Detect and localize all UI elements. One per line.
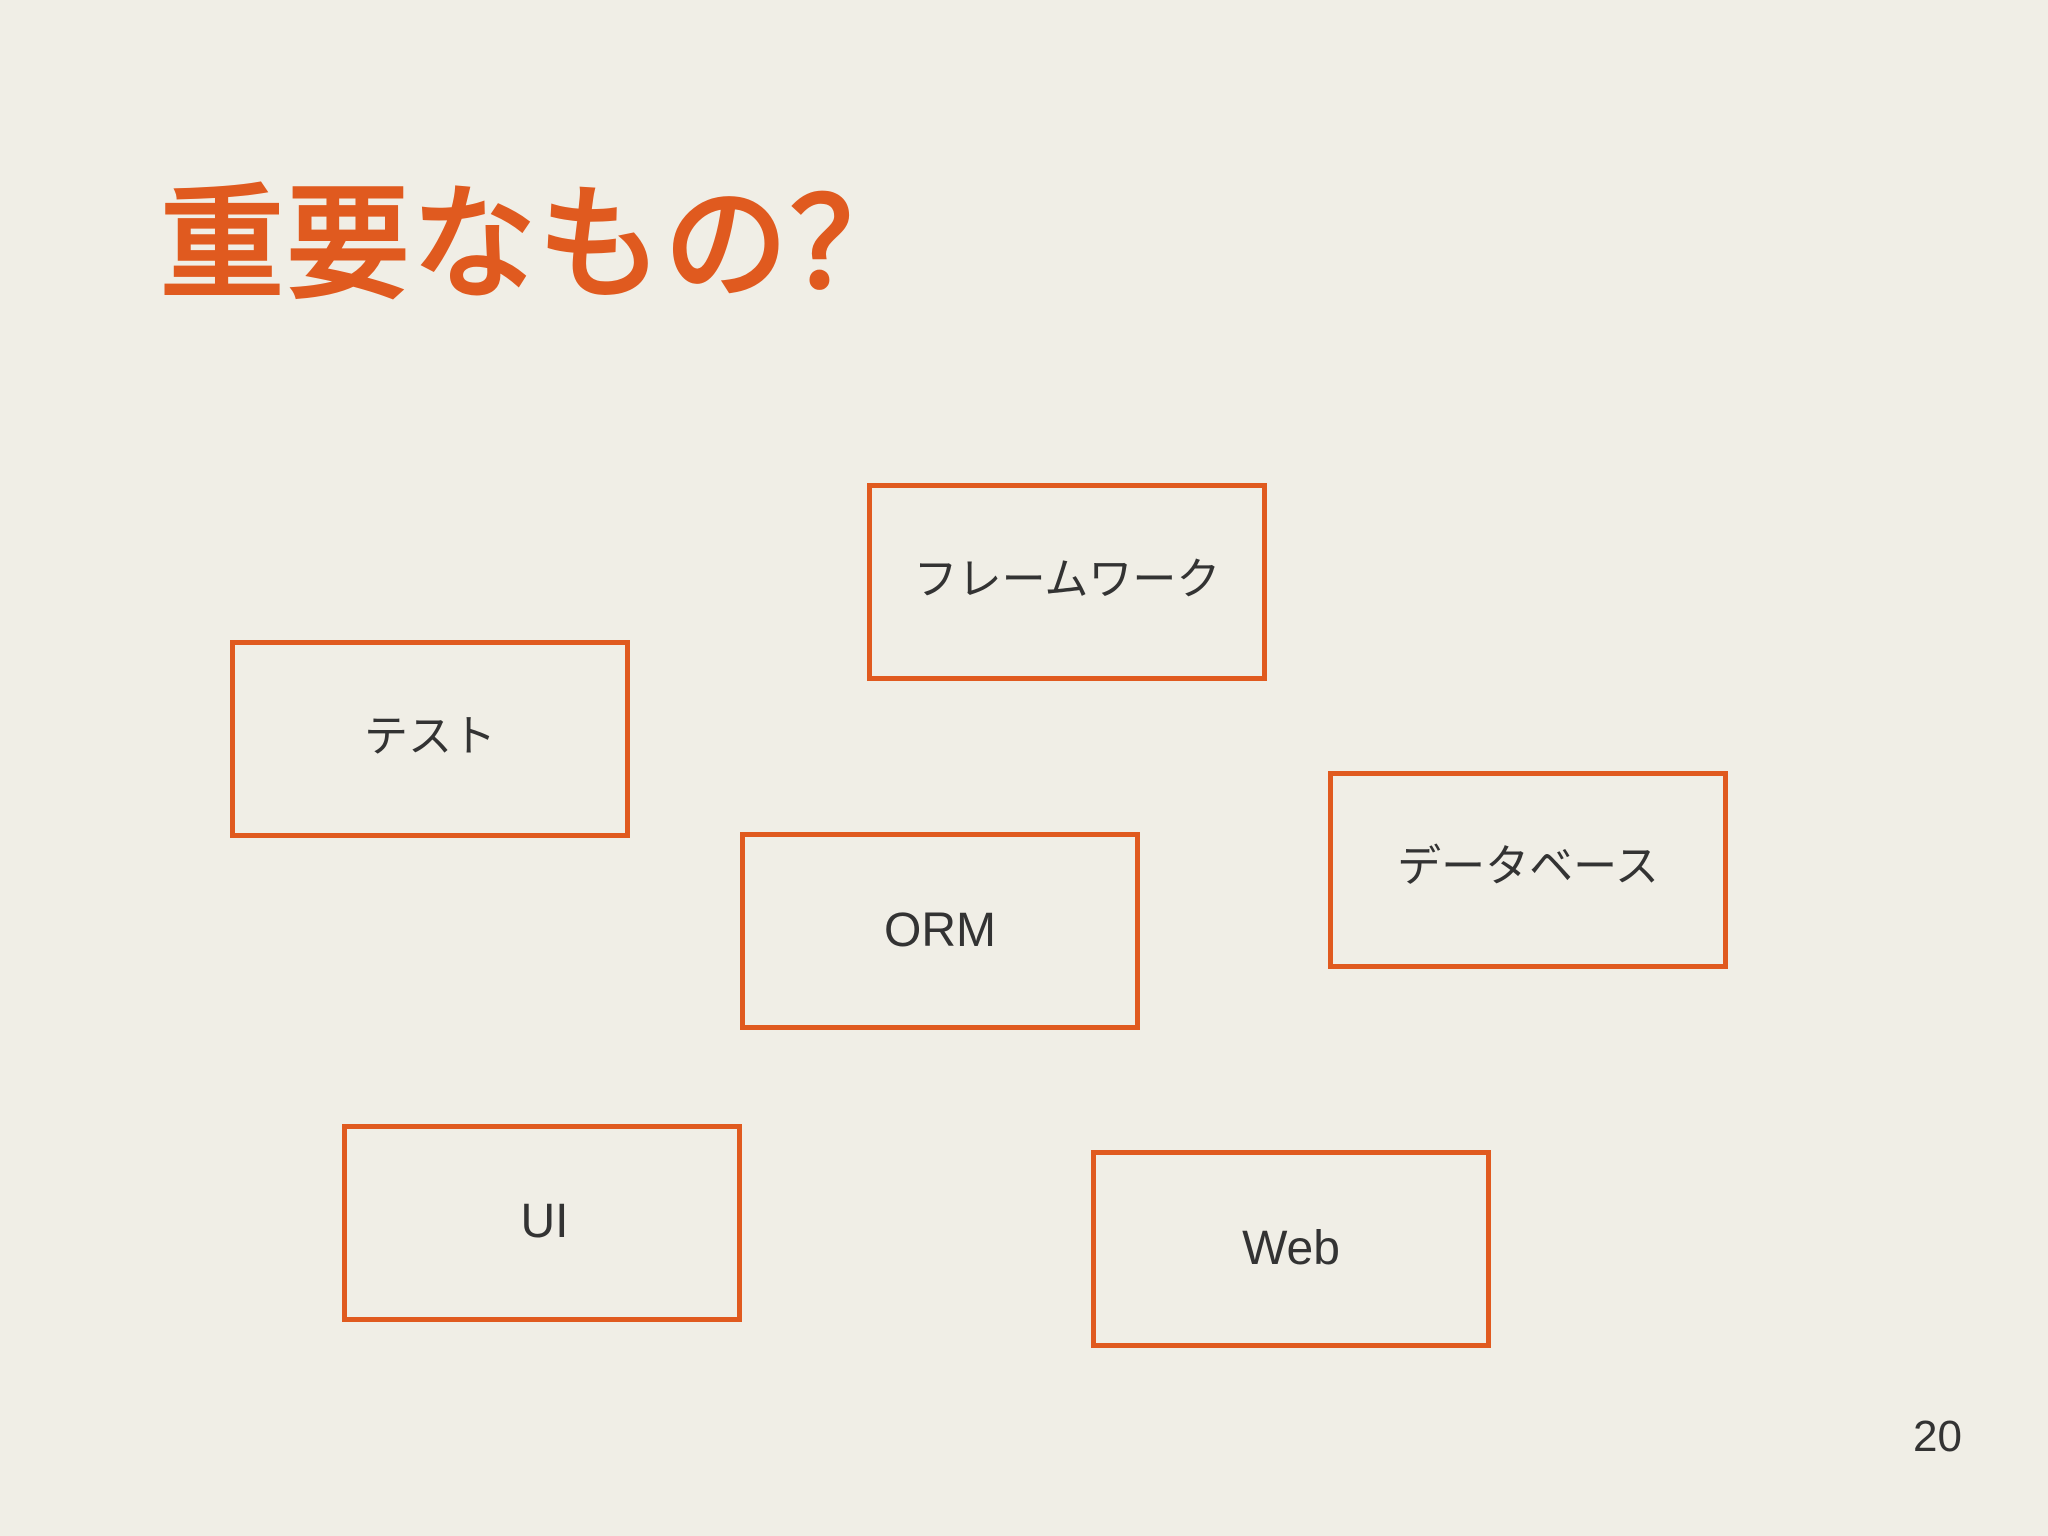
slide-title: 重要なもの？ — [160, 173, 917, 317]
test-label: テスト — [364, 711, 496, 762]
web-box: Web — [1091, 1150, 1491, 1348]
orm-box: ORM — [740, 832, 1140, 1030]
test-box: テスト — [230, 640, 630, 838]
ui-label: UI — [520, 1195, 569, 1248]
framework-box: フレームワーク — [867, 483, 1267, 681]
web-label: Web — [1242, 1222, 1340, 1275]
ui-box: UI — [342, 1124, 742, 1322]
page-number: 20 — [1913, 1412, 1962, 1461]
database-label: データベース — [1397, 841, 1659, 892]
orm-label: ORM — [884, 904, 996, 957]
database-box: データベース — [1328, 771, 1728, 969]
framework-label: フレームワーク — [913, 554, 1221, 605]
